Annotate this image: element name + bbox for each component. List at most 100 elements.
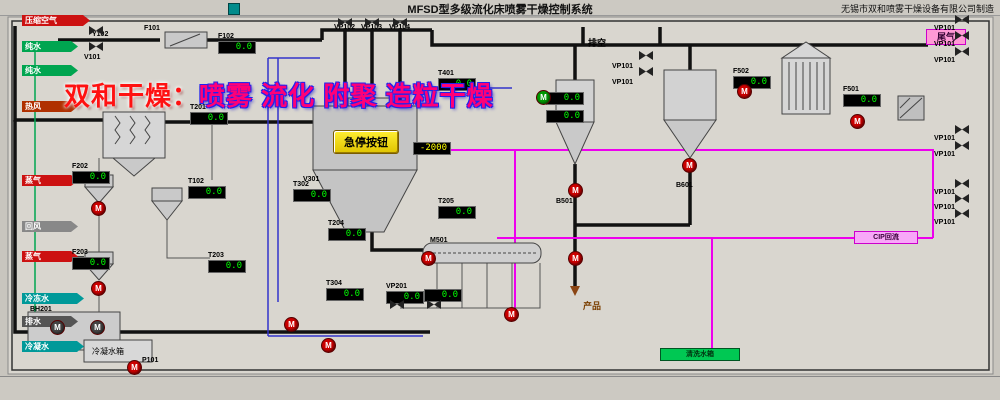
display-tag: F502 bbox=[733, 68, 749, 75]
display-value: 0.0 bbox=[72, 257, 110, 270]
display-value: -2000 bbox=[413, 142, 451, 155]
display-tag: F102 bbox=[218, 33, 234, 40]
valve-icon bbox=[955, 125, 969, 149]
value-display: -2000 bbox=[413, 142, 451, 155]
pump-motor-icon: M bbox=[50, 320, 65, 335]
equipment-tag: P101 bbox=[142, 357, 159, 364]
stream-label: 排水 bbox=[22, 316, 78, 327]
display-tag: F202 bbox=[72, 163, 88, 170]
equipment-tag: VP101 bbox=[934, 57, 956, 64]
display-tag: F203 bbox=[72, 249, 88, 256]
display-tag: T102 bbox=[188, 178, 204, 185]
valve-icon bbox=[89, 26, 103, 50]
stream-label: 回风 bbox=[22, 221, 78, 232]
equipment-tag: B601 bbox=[676, 182, 693, 189]
equipment-tag: VP101 bbox=[934, 204, 956, 211]
pump-motor-icon: M bbox=[127, 360, 142, 375]
pump-motor-icon: M bbox=[850, 114, 865, 129]
emergency-stop-button[interactable]: 急停按钮 bbox=[333, 130, 399, 154]
title-bar: MFSD型多级流化床喷雾干燥控制系统 无锡市双和喷雾干燥设备有限公司制造 bbox=[0, 0, 1000, 16]
equipment-tag: V301 bbox=[303, 176, 320, 183]
display-value: 0.0 bbox=[293, 189, 331, 202]
display-tag: F501 bbox=[843, 86, 859, 93]
pump-motor-icon: M bbox=[90, 320, 105, 335]
valve-icon bbox=[955, 15, 969, 39]
equipment-tag: VP101 bbox=[612, 63, 634, 70]
valve-icon bbox=[393, 18, 407, 42]
value-display: 0.0 bbox=[424, 289, 462, 302]
product-label: 产品 bbox=[583, 301, 602, 311]
value-display: 0.0 bbox=[546, 92, 584, 105]
display-value: 0.0 bbox=[190, 112, 228, 125]
page-title: MFSD型多级流化床喷雾干燥控制系统 bbox=[407, 4, 593, 16]
valve-icon bbox=[365, 18, 379, 42]
display-tag: T302 bbox=[293, 181, 309, 188]
stream-label: 蒸气 bbox=[22, 251, 78, 262]
display-tag: T203 bbox=[208, 252, 224, 259]
watermark-text: 双和干燥：喷雾 流化 附聚 造粒干燥 bbox=[64, 76, 494, 113]
equipment-tag: M501 bbox=[430, 237, 448, 244]
stream-label: 冷冻水 bbox=[22, 293, 84, 304]
valve-icon bbox=[955, 31, 969, 55]
pump-motor-icon: M bbox=[737, 84, 752, 99]
display-tag: T205 bbox=[438, 198, 454, 205]
display-value: 0.0 bbox=[424, 289, 462, 302]
value-display: 0.0 bbox=[546, 110, 584, 123]
equipment-tag: VP101 bbox=[934, 41, 956, 48]
display-value: 0.0 bbox=[546, 92, 584, 105]
pump-motor-icon: M bbox=[91, 201, 106, 216]
display-tag: T201 bbox=[190, 104, 206, 111]
pump-motor-icon: M bbox=[536, 90, 551, 105]
display-value: 0.0 bbox=[218, 41, 256, 54]
valve-icon bbox=[955, 47, 969, 71]
equipment-tag: VP101 bbox=[934, 189, 956, 196]
valve-icon bbox=[955, 179, 969, 203]
stream-label: 纯水 bbox=[22, 65, 78, 76]
equipment-tag: VP104 bbox=[389, 24, 411, 31]
equipment-tag: BH201 bbox=[30, 306, 52, 313]
display-value: 0.0 bbox=[386, 291, 424, 304]
valve-icon bbox=[427, 300, 441, 324]
stream-label: 热风 bbox=[22, 101, 78, 112]
stream-label: 纯水 bbox=[22, 41, 78, 52]
display-value: 0.0 bbox=[438, 206, 476, 219]
valve-icon bbox=[955, 141, 969, 165]
title-icon bbox=[228, 3, 240, 15]
equipment-tag: VP101 bbox=[934, 135, 956, 142]
equipment-tag: VP101 bbox=[934, 25, 956, 32]
valve-icon bbox=[338, 18, 352, 42]
display-value: 0.0 bbox=[546, 110, 584, 123]
display-value: 0.0 bbox=[843, 94, 881, 107]
pump-motor-icon: M bbox=[284, 317, 299, 332]
display-tag: VP201 bbox=[386, 283, 408, 290]
valve-icon bbox=[639, 51, 653, 75]
manufacturer-label: 无锡市双和喷雾干燥设备有限公司制造 bbox=[840, 4, 994, 14]
equipment-tag: V101 bbox=[84, 54, 101, 61]
display-value: 0.0 bbox=[72, 171, 110, 184]
equipment-tag: F101 bbox=[144, 25, 160, 32]
valve-icon bbox=[89, 42, 103, 66]
equipment-tag: Y102 bbox=[92, 31, 109, 38]
equipment-tag: VP101 bbox=[934, 219, 956, 226]
condensate-tank-label: 冷凝水箱 bbox=[92, 347, 124, 356]
equipment-tag: VP101 bbox=[612, 79, 634, 86]
pump-motor-icon: M bbox=[504, 307, 519, 322]
watermark-prefix: 双和干燥： bbox=[64, 81, 200, 111]
display-value: 0.0 bbox=[438, 78, 476, 91]
display-value: 0.0 bbox=[208, 260, 246, 273]
display-value: 0.0 bbox=[188, 186, 226, 199]
pump-motor-icon: M bbox=[568, 183, 583, 198]
equipment-tag: VP101 bbox=[934, 151, 956, 158]
valve-icon bbox=[955, 194, 969, 218]
pump-motor-icon: M bbox=[568, 251, 583, 266]
